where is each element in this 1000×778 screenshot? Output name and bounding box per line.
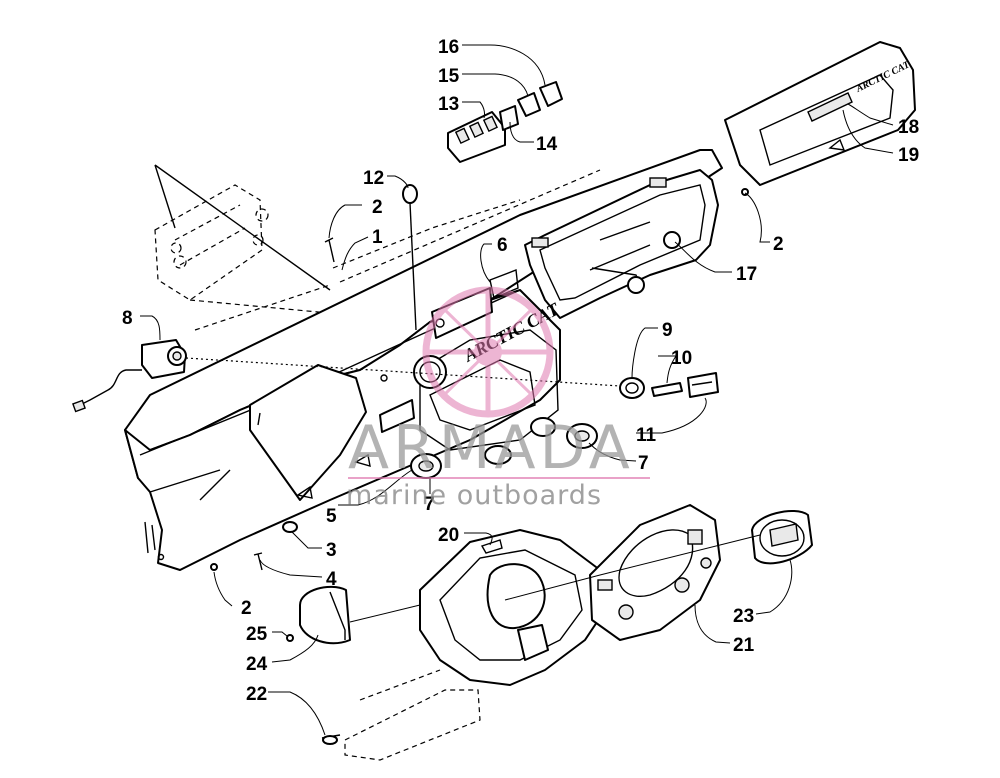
- callout-10: 10: [671, 348, 692, 369]
- screw-4: [253, 552, 263, 571]
- callout-7-center: 7: [424, 494, 435, 515]
- clip-2-bottom: [210, 563, 218, 571]
- watermark-emblem: [422, 286, 554, 418]
- callout-17: 17: [736, 264, 757, 285]
- gauge-housing-20: [419, 529, 606, 686]
- callout-6: 6: [497, 235, 508, 256]
- callout-23: 23: [733, 606, 754, 627]
- watermark: ARMADA marine outboards: [346, 286, 650, 511]
- callout-18: 18: [898, 117, 919, 138]
- fob-11: [687, 372, 719, 398]
- callout-9: 9: [662, 320, 673, 341]
- callout-24: 24: [246, 654, 268, 675]
- callout-3: 3: [326, 540, 337, 561]
- top-bezel-cover: ARCTIC CAT: [724, 41, 916, 186]
- screw-2-top: [324, 237, 335, 263]
- callout-15: 15: [438, 66, 460, 87]
- knob-7: [566, 423, 598, 449]
- callout-12: 12: [363, 168, 384, 189]
- callout-25: 25: [246, 624, 268, 645]
- callout-13: 13: [438, 94, 459, 115]
- knob-12: [402, 184, 418, 331]
- watermark-brand: ARMADA: [348, 413, 634, 483]
- callout-21: 21: [733, 635, 755, 656]
- callout-22: 22: [246, 684, 267, 705]
- mount-bracket-22: [321, 669, 481, 761]
- speedometer-23: [751, 510, 813, 565]
- callout-2-top: 2: [372, 197, 383, 218]
- callout-labels: 16 15 13 14 18 19 12 2 1 6 2 17 8 9 10 1…: [122, 37, 919, 705]
- bracket-reference: [154, 164, 351, 331]
- key-10: [651, 382, 683, 397]
- callout-2-bottom: 2: [241, 598, 252, 619]
- callout-7-right: 7: [638, 453, 649, 474]
- callout-20: 20: [438, 525, 459, 546]
- ignition-switch-8: [72, 339, 187, 413]
- callout-4: 4: [326, 569, 337, 590]
- knob-5: [410, 453, 442, 479]
- callout-16: 16: [438, 37, 459, 58]
- fastener-3: [282, 521, 298, 533]
- callout-11: 11: [636, 425, 657, 446]
- switch-block: [447, 81, 563, 163]
- decal-overlay-21: [589, 504, 721, 641]
- cup-insert-24: [299, 585, 351, 645]
- watermark-tagline: marine outboards: [346, 480, 602, 511]
- key-ring-9: [619, 377, 645, 399]
- callout-14: 14: [536, 134, 558, 155]
- callout-5: 5: [326, 506, 337, 527]
- dash-panel: [124, 149, 723, 571]
- callout-19: 19: [898, 145, 919, 166]
- callout-1: 1: [372, 227, 383, 248]
- callout-8: 8: [122, 308, 133, 329]
- callout-2-right: 2: [773, 234, 784, 255]
- leader-lines: [140, 44, 894, 736]
- pin-25: [286, 634, 294, 642]
